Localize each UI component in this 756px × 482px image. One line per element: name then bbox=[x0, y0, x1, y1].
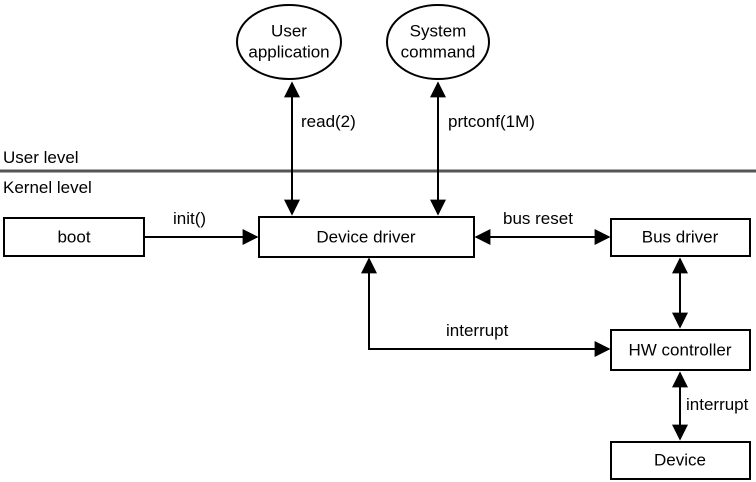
device-driver-label: Device driver bbox=[316, 227, 416, 246]
boot-node: boot bbox=[3, 217, 145, 257]
user-level-label: User level bbox=[3, 148, 79, 167]
bus-reset-label: bus reset bbox=[503, 209, 573, 228]
system-command-label-line1: System bbox=[410, 21, 467, 40]
hw-controller-node: HW controller bbox=[610, 329, 751, 371]
device-driver-node: Device driver bbox=[258, 216, 475, 258]
user-application-label-line2: application bbox=[248, 42, 329, 61]
bus-driver-label: Bus driver bbox=[642, 227, 719, 246]
device-interrupt-label: interrupt bbox=[686, 395, 749, 414]
read-label: read(2) bbox=[301, 112, 356, 131]
bus-driver-node: Bus driver bbox=[610, 218, 751, 257]
device-node: Device bbox=[610, 441, 751, 480]
system-command-label-line2: command bbox=[401, 42, 476, 61]
driver-interrupt-label: interrupt bbox=[446, 321, 509, 340]
init-label: init() bbox=[173, 209, 206, 228]
hw-controller-label: HW controller bbox=[629, 340, 732, 359]
user-application-node: User application bbox=[236, 4, 342, 80]
kernel-level-label: Kernel level bbox=[3, 178, 92, 197]
driver-interrupt-arrow bbox=[361, 257, 611, 357]
boot-label: boot bbox=[57, 227, 90, 246]
prtconf-label: prtconf(1M) bbox=[448, 112, 535, 131]
system-command-node: System command bbox=[386, 4, 490, 80]
device-label: Device bbox=[654, 450, 706, 469]
user-application-label-line1: User bbox=[271, 21, 307, 40]
